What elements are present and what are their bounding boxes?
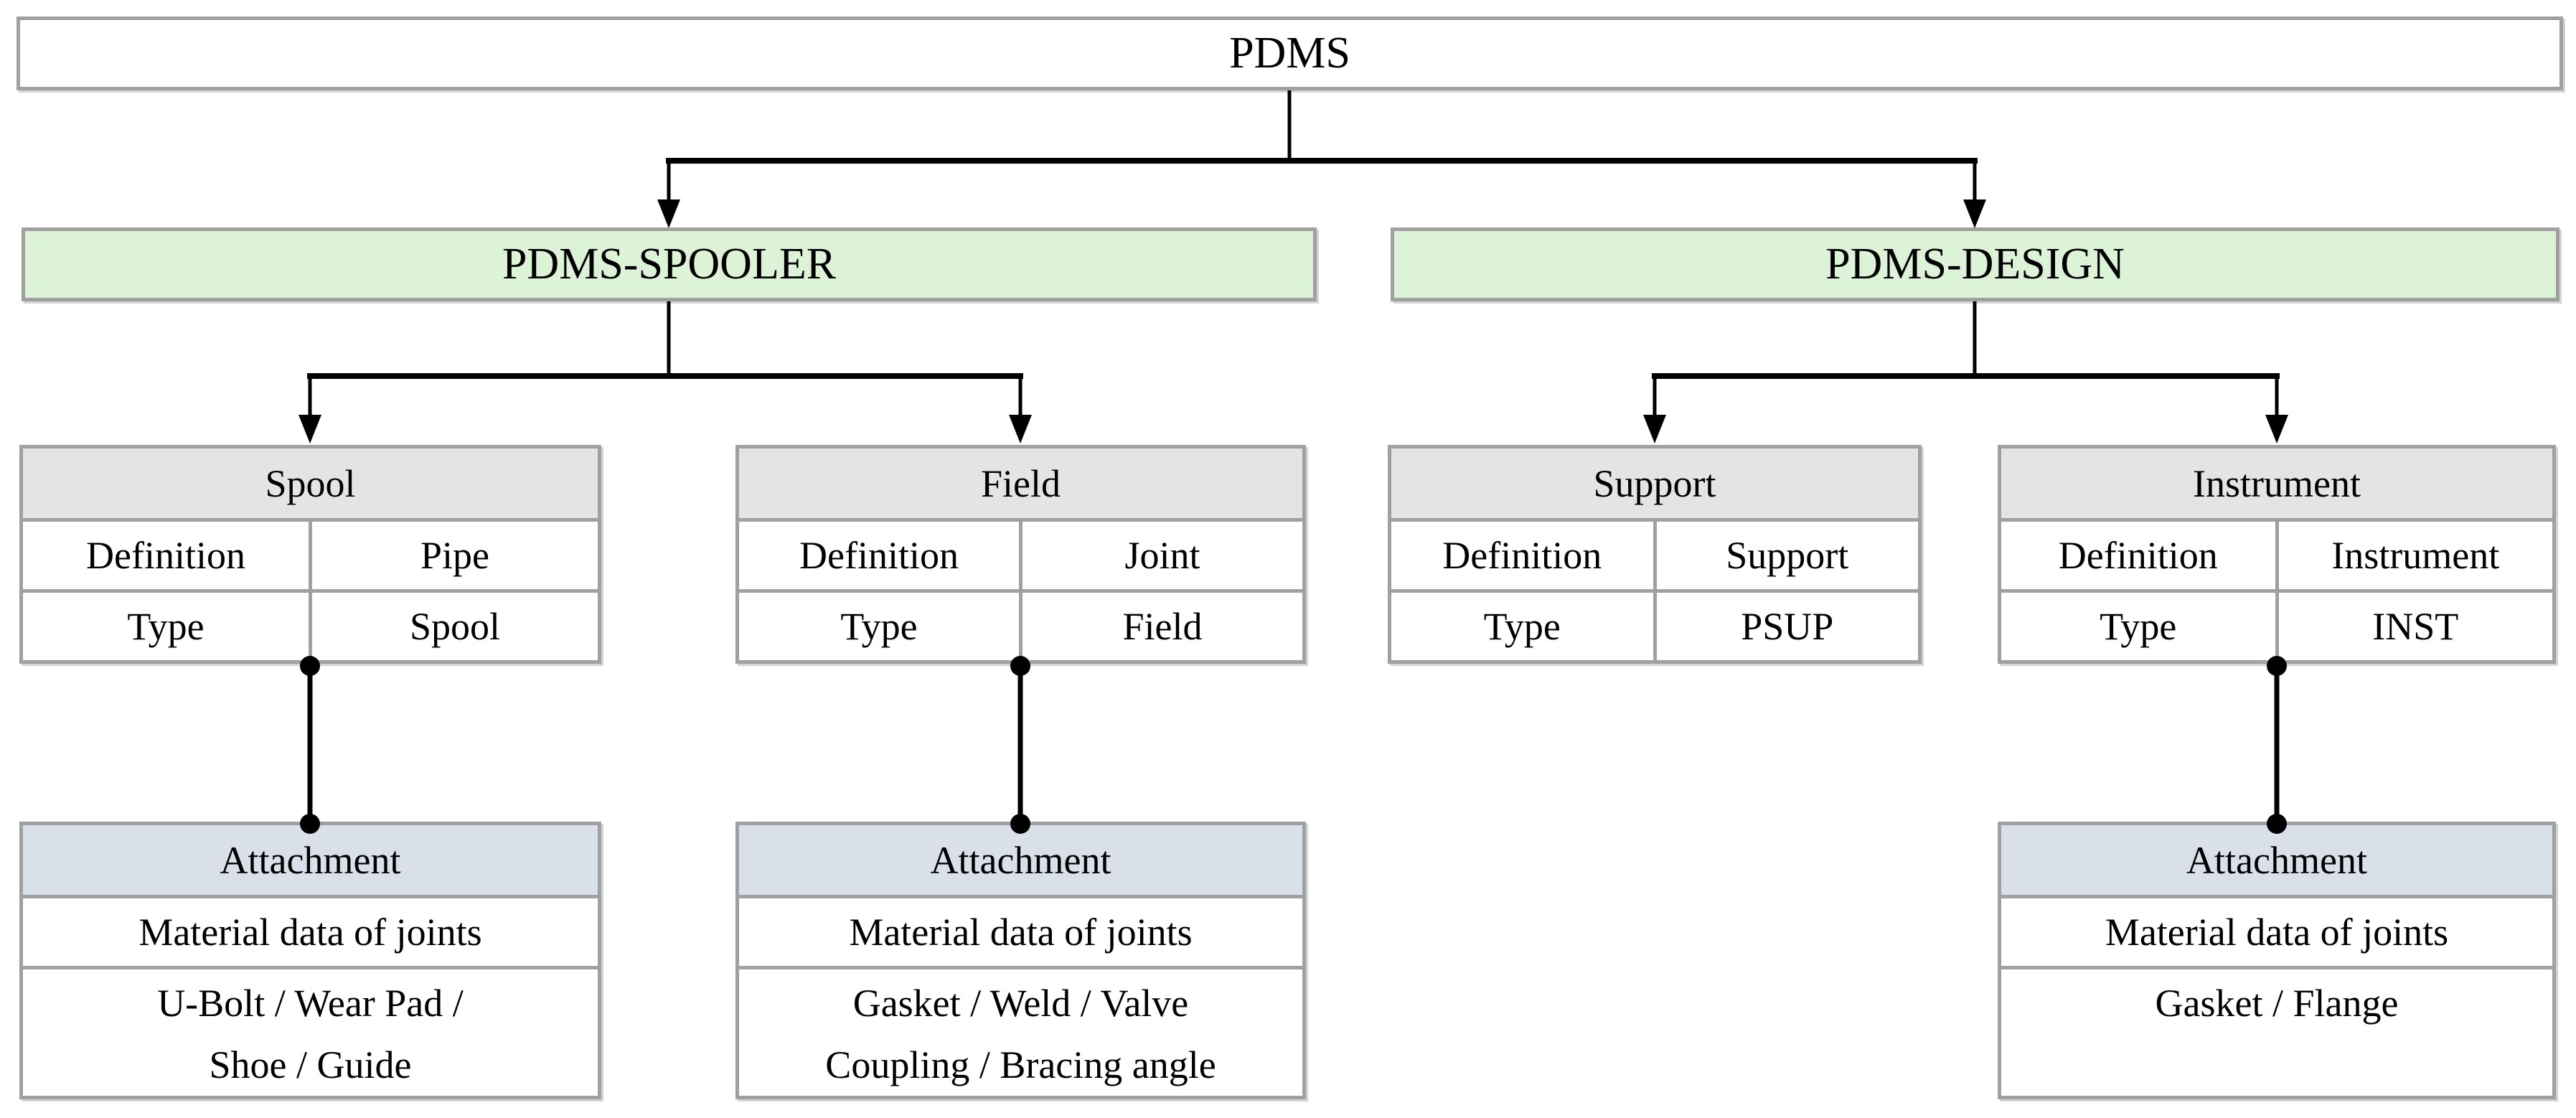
table-cell-value: Spool: [309, 593, 598, 660]
table-cell-key: Definition: [2058, 534, 2218, 577]
table-row: Definition Pipe: [23, 518, 598, 589]
attachment-title: Attachment: [739, 825, 1302, 895]
table-row: Type Spool: [23, 589, 598, 660]
node-pdms: PDMS: [17, 17, 2563, 90]
table-spool-title: Spool: [23, 448, 598, 518]
node-pdms-spooler: PDMS-SPOOLER: [22, 227, 1317, 301]
node-pdms-design-label: PDMS-DESIGN: [1825, 240, 2125, 288]
table-cell-key: Definition: [1442, 534, 1602, 577]
attachment-spool: Attachment Material data of joints U-Bol…: [19, 822, 601, 1099]
table-cell-value: PSUP: [1653, 593, 1919, 660]
node-pdms-label: PDMS: [1229, 29, 1350, 77]
table-row: Definition Joint: [739, 518, 1302, 589]
table-cell-value: Field: [1019, 593, 1302, 660]
attachment-items-line: Shoe / Guide: [209, 1043, 412, 1086]
attachment-material-row: Material data of joints: [23, 895, 598, 966]
attachment-title: Attachment: [23, 825, 598, 895]
table-support-title: Support: [1391, 448, 1918, 518]
table-cell-value: Pipe: [309, 522, 598, 589]
attachment-material-row: Material data of joints: [739, 895, 1302, 966]
attachment-instrument: Attachment Material data of joints Gaske…: [1998, 822, 2556, 1099]
attachment-title: Attachment: [2001, 825, 2552, 895]
table-field-title: Field: [739, 448, 1302, 518]
attachment-items-row: Gasket / Flange: [2001, 966, 2552, 1096]
table-cell-value: Instrument: [2275, 522, 2553, 589]
attachment-items-line: Gasket / Flange: [2155, 982, 2399, 1025]
attachment-items-row: Gasket / Weld / Valve Coupling / Bracing…: [739, 966, 1302, 1096]
table-row: Type PSUP: [1391, 589, 1918, 660]
table-cell-key: Definition: [799, 534, 959, 577]
node-pdms-design: PDMS-DESIGN: [1391, 227, 2559, 301]
table-cell-key: Definition: [86, 534, 245, 577]
attachment-items-line: Gasket / Weld / Valve: [852, 982, 1189, 1025]
arrow-down-icon: [1643, 415, 1666, 443]
table-row: Type INST: [2001, 589, 2552, 660]
node-pdms-spooler-label: PDMS-SPOOLER: [502, 240, 837, 288]
table-row: Definition Support: [1391, 518, 1918, 589]
attachment-material-row: Material data of joints: [2001, 895, 2552, 966]
table-cell-key: Type: [1483, 605, 1561, 648]
arrow-down-icon: [299, 415, 321, 443]
table-row: Definition Instrument: [2001, 518, 2552, 589]
table-field: Field Definition Joint Type Field: [735, 445, 1306, 664]
table-cell-key: Type: [127, 605, 205, 648]
table-cell-value: Joint: [1019, 522, 1302, 589]
table-spool: Spool Definition Pipe Type Spool: [19, 445, 601, 664]
table-cell-key: Type: [840, 605, 918, 648]
attachment-field: Attachment Material data of joints Gaske…: [735, 822, 1306, 1099]
table-support: Support Definition Support Type PSUP: [1388, 445, 1922, 664]
table-cell-value: Support: [1653, 522, 1919, 589]
attachment-items-line: U-Bolt / Wear Pad /: [157, 982, 464, 1025]
arrow-down-icon: [1963, 199, 1986, 228]
arrow-down-icon: [2265, 415, 2288, 443]
table-row: Type Field: [739, 589, 1302, 660]
table-instrument-title: Instrument: [2001, 448, 2552, 518]
attachment-items-row: U-Bolt / Wear Pad / Shoe / Guide: [23, 966, 598, 1096]
table-cell-key: Type: [2100, 605, 2177, 648]
attachment-items-line: Coupling / Bracing angle: [825, 1043, 1216, 1086]
table-instrument: Instrument Definition Instrument Type IN…: [1998, 445, 2556, 664]
arrow-down-icon: [657, 199, 680, 228]
arrow-down-icon: [1009, 415, 1032, 443]
table-cell-value: INST: [2275, 593, 2553, 660]
